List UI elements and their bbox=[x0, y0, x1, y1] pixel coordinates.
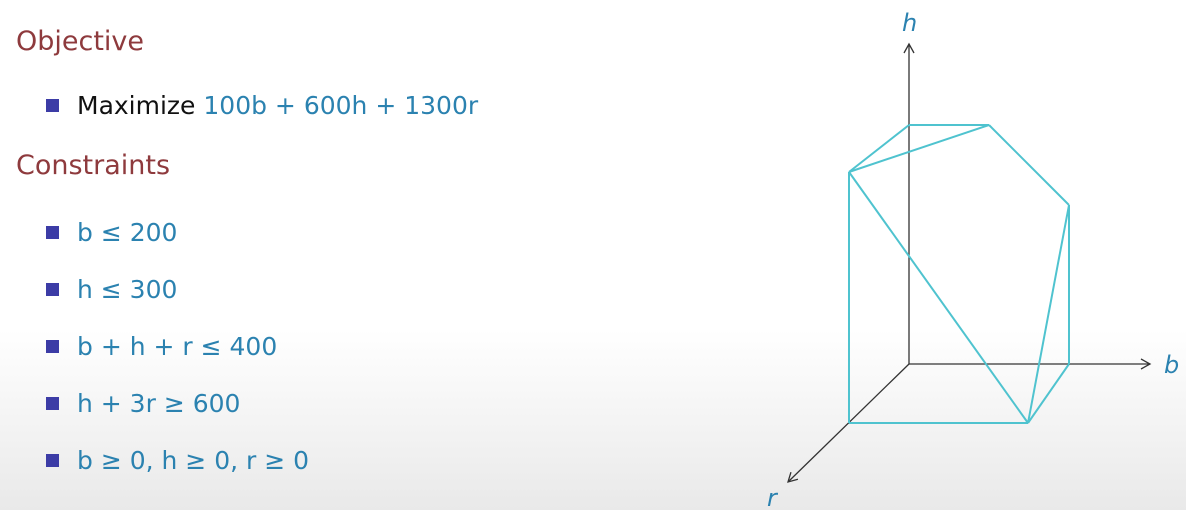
constraint-item: b + h + r ≤ 400 bbox=[46, 326, 277, 366]
polytope-edge bbox=[848, 124, 990, 173]
h-axis-label: h bbox=[902, 9, 917, 37]
constraint-item: h ≤ 300 bbox=[46, 269, 177, 309]
constraint-text: h + 3r ≥ 600 bbox=[77, 388, 241, 418]
constraint-item: b ≥ 0, h ≥ 0, r ≥ 0 bbox=[46, 440, 309, 480]
polytope-edge bbox=[1027, 363, 1070, 424]
bullet-square-icon bbox=[46, 98, 59, 112]
axes bbox=[787, 42, 1152, 483]
objective-heading: Objective bbox=[16, 26, 145, 57]
constraint-text: b ≤ 200 bbox=[77, 217, 178, 247]
constraint-text: b ≥ 0, h ≥ 0, r ≥ 0 bbox=[77, 445, 310, 475]
constraint-text: b + h + r ≤ 400 bbox=[77, 331, 278, 361]
objective-item: Maximize 100b + 600h + 1300r bbox=[46, 85, 478, 125]
r-axis-label: r bbox=[767, 484, 779, 510]
constraint-item: h + 3r ≥ 600 bbox=[46, 383, 240, 423]
objective-prefix: Maximize bbox=[77, 90, 196, 120]
constraints-heading: Constraints bbox=[16, 150, 171, 181]
constraint-text: h ≤ 300 bbox=[77, 274, 178, 304]
polytope-edge bbox=[988, 124, 1070, 206]
bullet-square-icon bbox=[46, 282, 59, 296]
polytope-edge bbox=[848, 171, 1029, 424]
polytope-edge bbox=[848, 124, 910, 173]
objective-expression: 100b + 600h + 1300r bbox=[203, 90, 479, 120]
polytope-edges bbox=[848, 124, 1070, 424]
bullet-square-icon bbox=[46, 453, 59, 467]
polytope-edge bbox=[1027, 204, 1070, 424]
bullet-square-icon bbox=[46, 225, 59, 239]
constraint-item: b ≤ 200 bbox=[46, 212, 177, 252]
bullet-square-icon bbox=[46, 396, 59, 410]
b-axis-label: b bbox=[1164, 351, 1179, 379]
bullet-square-icon bbox=[46, 339, 59, 353]
